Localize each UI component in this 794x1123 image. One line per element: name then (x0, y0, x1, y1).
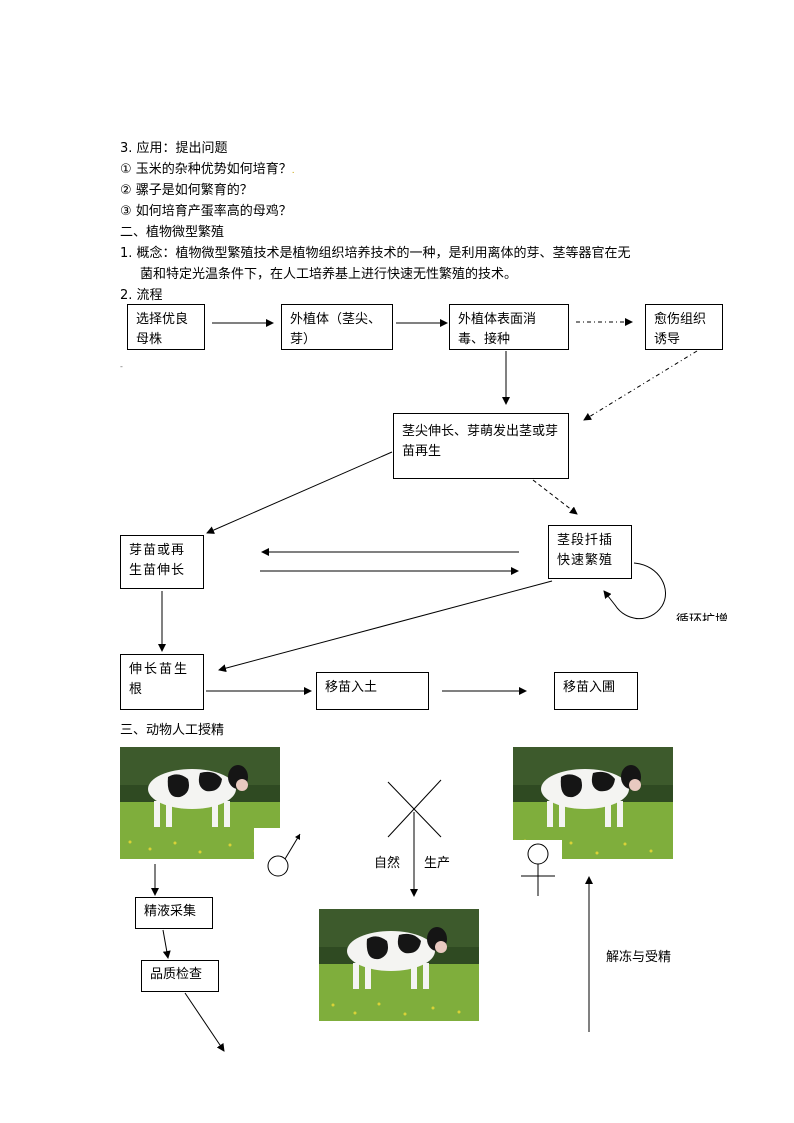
concept-line-1: 1. 概念：植物微型繁殖技术是植物组织培养技术的一种，是利用离体的芽、茎等器官在… (120, 246, 631, 261)
flow-box-callus-text: 愈伤组织诱导 (654, 312, 707, 347)
cross-line-b (387, 779, 442, 838)
label-natural: 自然 (374, 856, 401, 871)
arrow-shoot-to-seedling (206, 451, 393, 534)
calf-photo (319, 909, 479, 1021)
male-icon (267, 833, 301, 877)
cross-line-a (387, 781, 442, 838)
flow-box-rooting: 伸长苗生根 (120, 654, 204, 710)
flow-box-select-mother-text: 选择优良母株 (136, 312, 189, 347)
flow-box-transplant-soil-text: 移苗入土 (325, 680, 378, 695)
flow-box-explant-text: 外植体（茎尖、芽） (290, 312, 382, 347)
flow-box-transplant-soil: 移苗入土 (316, 672, 429, 710)
flow-label: 2. 流程 (120, 288, 163, 303)
label-produce: 生产 (424, 856, 451, 871)
flow-box-transplant-nursery-text: 移苗入圃 (563, 680, 616, 695)
flow-box-rooting-text: 伸长苗生根 (129, 662, 190, 697)
female-icon (521, 843, 555, 896)
box-quality-check-text: 品质检查 (150, 967, 203, 982)
flow-box-cutting-text: 茎段扦插快速繁殖 (557, 533, 614, 568)
box-semen-collection: 精液采集 (135, 897, 213, 929)
flow-box-cutting: 茎段扦插快速繁殖 (548, 525, 632, 579)
box-quality-check: 品质检查 (141, 960, 219, 992)
stray-mark: - (120, 362, 123, 371)
flow-box-explant: 外植体（茎尖、芽） (281, 304, 393, 350)
female-symbol (512, 840, 562, 898)
arrow-callus-to-shoot (583, 350, 698, 421)
flow-box-seedling-growth-text: 芽苗或再生苗伸长 (129, 543, 186, 578)
bull-photo (120, 747, 280, 859)
question-1: ① 玉米的杂种优势如何培育？. (120, 162, 295, 177)
arrow-loop-amplify (603, 562, 666, 620)
question-1-text: ① 玉米的杂种优势如何培育？ (120, 162, 292, 177)
calf-photo-image (319, 909, 479, 1021)
flow-box-select-mother: 选择优良母株 (127, 304, 205, 350)
flow-box-shoot-elongation-text: 茎尖伸长、芽萌发出茎或芽苗再生 (402, 424, 559, 459)
flow-box-disinfect: 外植体表面消毒、接种 (449, 304, 569, 350)
concept-line-2: 菌和特定光温条件下，在人工培养基上进行快速无性繁殖的技术。 (140, 267, 518, 282)
section2-heading: 二、植物微型繁殖 (120, 225, 225, 240)
flow-box-transplant-nursery: 移苗入圃 (554, 672, 638, 710)
question-3: ③ 如何培育产蛋率高的母鸡？ (120, 204, 292, 219)
flow-box-callus: 愈伤组织诱导 (645, 304, 723, 350)
question-2: ② 骡子是如何繁育的？ (120, 183, 253, 198)
section3-heading: 三、动物人工授精 (120, 723, 225, 738)
box-semen-collection-text: 精液采集 (144, 904, 197, 919)
arrow-quality-down (184, 992, 225, 1052)
arrow-collection-to-quality (162, 929, 171, 959)
label-thaw-fertilize: 解冻与受精 (606, 950, 672, 965)
flow-box-disinfect-text: 外植体表面消毒、接种 (458, 312, 537, 347)
bull-photo-image (120, 747, 280, 859)
flow-box-shoot-elongation: 茎尖伸长、芽萌发出茎或芽苗再生 (393, 413, 569, 479)
arrow-shoot-to-cutting (532, 479, 578, 515)
apply-heading: 3. 应用：提出问题 (120, 141, 228, 156)
arrow-cutting-to-rooting (218, 580, 553, 673)
male-symbol (254, 828, 304, 878)
flow-box-seedling-growth: 芽苗或再生苗伸长 (120, 535, 204, 589)
loop-label: 循环扩增 (676, 613, 729, 621)
